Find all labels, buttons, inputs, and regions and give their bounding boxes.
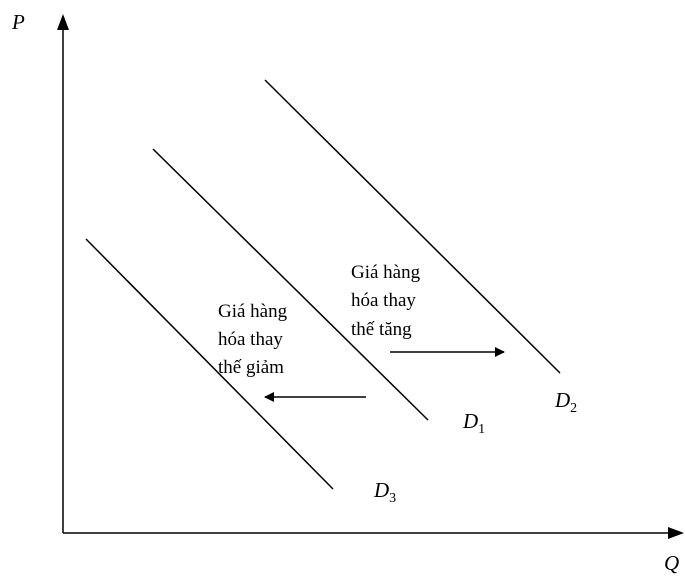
curve-label-d3: D3 — [373, 478, 396, 506]
annotation-increase-line-1: Giá hàng — [351, 262, 421, 283]
demand-curve-d3 — [85, 238, 334, 490]
demand-curve-d2 — [264, 79, 561, 374]
y-axis-arrowhead-icon — [57, 14, 69, 30]
curve-label-d1: D1 — [462, 409, 485, 437]
annotation-increase-line-2: hóa thay — [351, 290, 416, 311]
y-axis-label: P — [11, 10, 25, 34]
curve-label-d2: D2 — [554, 388, 577, 416]
annotation-decrease: Giá hàng hóa thay thế giảm — [218, 301, 288, 378]
annotation-decrease-line-2: hóa thay — [218, 329, 283, 350]
annotation-decrease-line-3: thế giảm — [218, 357, 284, 378]
annotation-decrease-line-1: Giá hàng — [218, 301, 288, 322]
annotation-increase: Giá hàng hóa thay thế tăng — [351, 262, 421, 340]
x-axis-label: Q — [664, 551, 679, 575]
x-axis-arrowhead-icon — [668, 527, 684, 539]
demand-curve-d1 — [152, 148, 429, 421]
annotation-increase-line-3: thế tăng — [351, 319, 412, 340]
